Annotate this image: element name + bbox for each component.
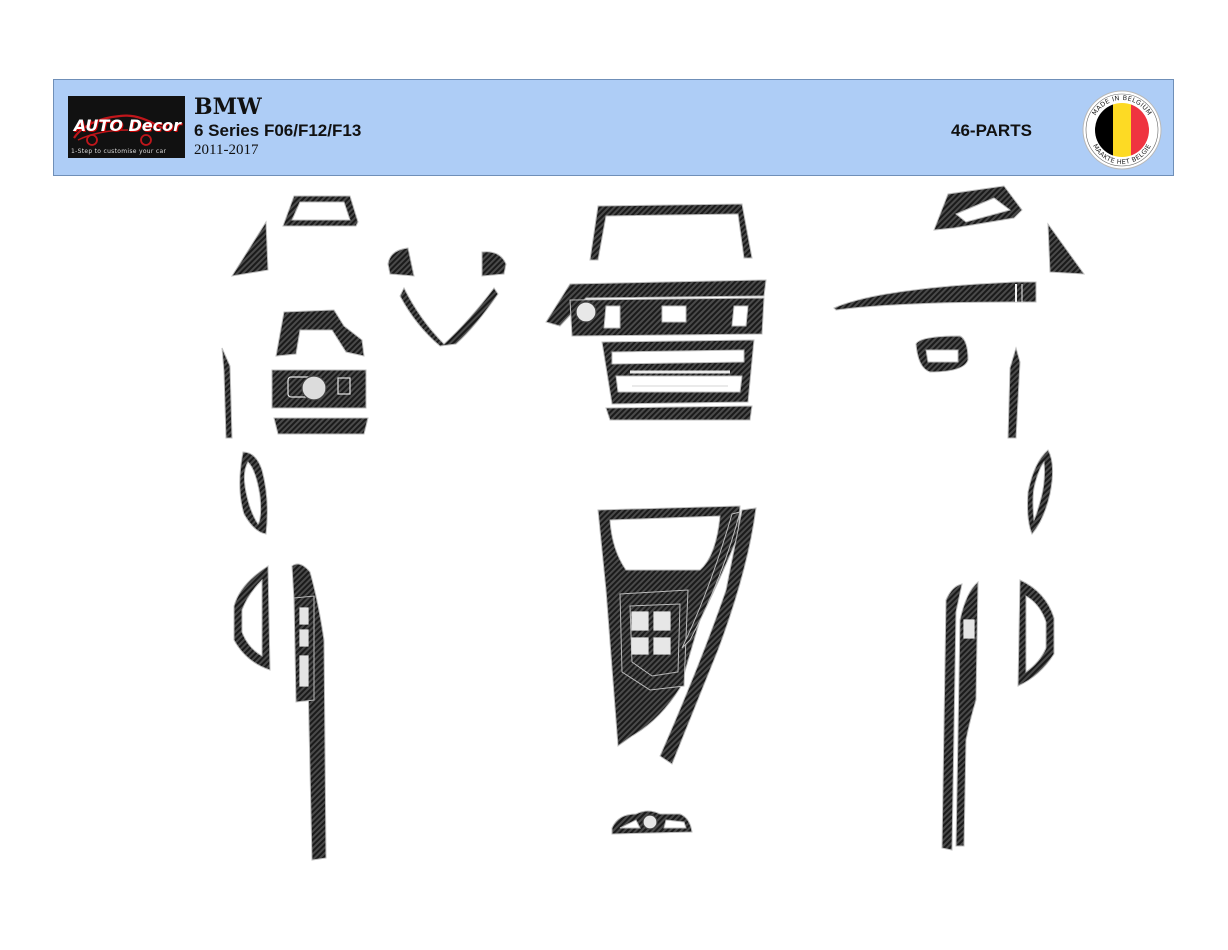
right-glovebox-handle-trim xyxy=(915,335,969,373)
left-speaker-oval-ring xyxy=(239,451,268,535)
center-vent-panel-upper xyxy=(545,279,767,327)
right-door-pillar-strip xyxy=(1007,346,1021,439)
headlight-switch-lower-strip xyxy=(273,417,369,435)
left-corner-triangle-trim xyxy=(230,220,269,277)
car-model: 6 Series F06/F12/F13 xyxy=(194,121,362,140)
right-door-long-strip-outer xyxy=(941,583,963,851)
center-vent-panel-main xyxy=(569,297,765,337)
steering-wheel-lower-spoke-trim xyxy=(399,286,499,347)
center-radio-lower-strip xyxy=(605,405,753,421)
center-display-surround xyxy=(589,203,753,261)
car-make: BMW xyxy=(194,94,262,120)
left-window-switch-slot-3 xyxy=(299,655,309,687)
headlight-switch-button-slot xyxy=(337,377,351,395)
right-window-switch-slot xyxy=(963,619,975,639)
left-door-handle-surround xyxy=(233,565,271,671)
made-in-belgium-seal-icon: MADE IN BELGIUM MAAKTE HET BELGIE xyxy=(1082,90,1162,170)
bottom-trim-button-hole xyxy=(642,814,658,830)
left-window-switch-slot-1 xyxy=(299,607,309,625)
right-corner-triangle-trim xyxy=(1047,222,1086,275)
gear-button-slot-1 xyxy=(631,611,649,631)
logo-tagline: 1-Step to customise your car xyxy=(71,148,167,155)
car-silhouette-icon xyxy=(73,114,169,146)
gear-button-slot-3 xyxy=(631,637,649,655)
left-window-switch-slot-2 xyxy=(299,629,309,647)
left-door-pillar-strip xyxy=(221,347,233,439)
left-upper-vent-trim xyxy=(282,195,359,227)
autodecor-logo: AUTO Decor 1-Step to customise your car xyxy=(68,96,185,158)
right-speaker-oval-ring xyxy=(1027,449,1054,535)
center-console-side-strip-long xyxy=(659,507,757,765)
parts-diagram xyxy=(221,185,1086,861)
gear-button-slot-2 xyxy=(653,611,671,631)
gear-button-slot-4 xyxy=(653,637,671,655)
headlight-switch-knob xyxy=(301,375,327,401)
steering-wheel-right-button-trim xyxy=(481,251,507,277)
steering-wheel-left-button-trim xyxy=(387,247,415,277)
right-door-handle-surround xyxy=(1017,579,1055,687)
center-console-side-strip-thin xyxy=(681,511,741,649)
right-dashboard-long-strip xyxy=(833,281,1037,311)
right-upper-vent-trim xyxy=(933,185,1023,231)
left-window-switch-panel xyxy=(293,595,315,703)
car-years: 2011-2017 xyxy=(194,142,259,158)
logo-brand-text: AUTO Decor xyxy=(73,116,181,135)
hazard-button-hole xyxy=(575,301,597,323)
headlight-switch-top-trim xyxy=(275,309,365,357)
parts-count: 46-PARTS xyxy=(951,121,1032,140)
header-banner: AUTO Decor 1-Step to customise your car … xyxy=(53,79,1174,176)
right-door-long-strip-inner xyxy=(955,580,979,847)
